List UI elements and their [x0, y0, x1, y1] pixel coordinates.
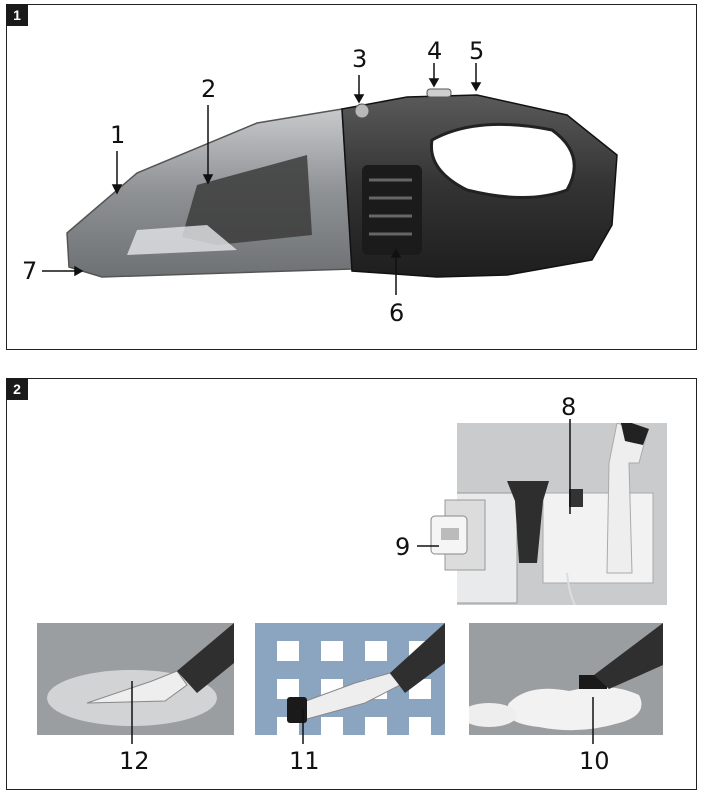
dusty-floor-photo [37, 623, 234, 735]
callout-8: 8 [561, 393, 577, 421]
callout-4: 4 [427, 37, 443, 65]
figure-2-panel: 2 [6, 378, 697, 790]
callout-6: 6 [389, 299, 405, 327]
handle-opening [429, 122, 576, 199]
callout-2: 2 [201, 75, 217, 103]
liquid-spill-photo [469, 623, 663, 735]
handheld-vacuum-illustration [42, 63, 618, 295]
filter-shape [182, 155, 312, 245]
callout-10: 10 [579, 747, 610, 775]
callout-5: 5 [469, 37, 485, 65]
callout-12: 12 [119, 747, 150, 775]
tablecloth-photo [255, 623, 445, 735]
callout-3: 3 [352, 45, 368, 73]
figure-2-badge: 2 [6, 378, 28, 400]
figure-1-badge: 1 [6, 4, 28, 26]
callout-1: 1 [110, 121, 126, 149]
callout-9: 9 [395, 533, 411, 561]
figure-1-panel: 1 [6, 4, 697, 350]
callout-11: 11 [289, 747, 320, 775]
figure-2-leader-lines [131, 419, 594, 744]
callout-7: 7 [22, 257, 38, 285]
charger-adapter-photo [427, 494, 487, 580]
